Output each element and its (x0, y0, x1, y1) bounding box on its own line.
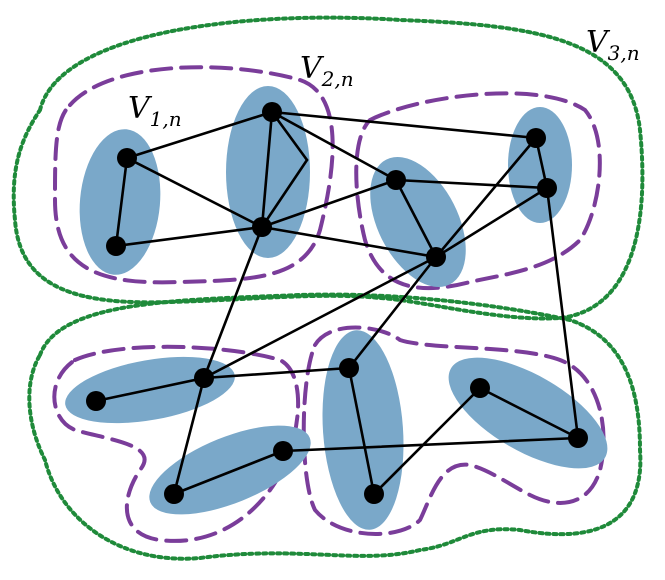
edge (172, 376, 206, 496)
label-v3: V3,n (586, 25, 640, 65)
edge (478, 386, 580, 440)
cluster-7 (322, 330, 404, 530)
node (426, 247, 446, 267)
edges (94, 110, 580, 496)
edge (172, 449, 285, 496)
level2-group-1 (52, 65, 335, 285)
edge (202, 255, 438, 380)
level2-group-2 (354, 91, 602, 291)
node (262, 102, 282, 122)
edge (125, 110, 274, 160)
edge (270, 110, 398, 182)
level2-groups (52, 65, 606, 543)
label-v1: V1,n (128, 91, 182, 131)
node (252, 217, 272, 237)
edge (202, 225, 264, 380)
edge (394, 178, 549, 190)
node (106, 236, 126, 256)
node (568, 428, 588, 448)
edge (202, 366, 351, 380)
cluster-6 (149, 425, 311, 515)
nodes (86, 102, 588, 504)
edge (545, 186, 580, 440)
edge (260, 178, 398, 229)
label-v2: V2,n (300, 51, 354, 91)
node (537, 178, 557, 198)
node (86, 391, 106, 411)
node (386, 170, 406, 190)
node (526, 128, 546, 148)
level3-groups (11, 15, 645, 561)
node (117, 148, 137, 168)
edge (372, 386, 482, 496)
edge (394, 178, 438, 259)
node (164, 484, 184, 504)
node (194, 368, 214, 388)
edge (125, 156, 264, 229)
edge (434, 136, 538, 259)
level2-group-4 (301, 325, 606, 536)
edge (260, 225, 438, 259)
level2-group-3 (52, 344, 301, 543)
edge (260, 158, 309, 229)
node (470, 378, 490, 398)
edge (94, 376, 206, 403)
node (273, 441, 293, 461)
edge (347, 255, 438, 370)
edge (114, 156, 129, 248)
edge (260, 110, 274, 229)
edge (281, 436, 580, 453)
node (339, 358, 359, 378)
edge (114, 225, 264, 248)
level3-group-bottom (27, 292, 643, 561)
node (364, 484, 384, 504)
edge (434, 186, 549, 259)
edge (347, 366, 376, 496)
edge (270, 110, 538, 140)
